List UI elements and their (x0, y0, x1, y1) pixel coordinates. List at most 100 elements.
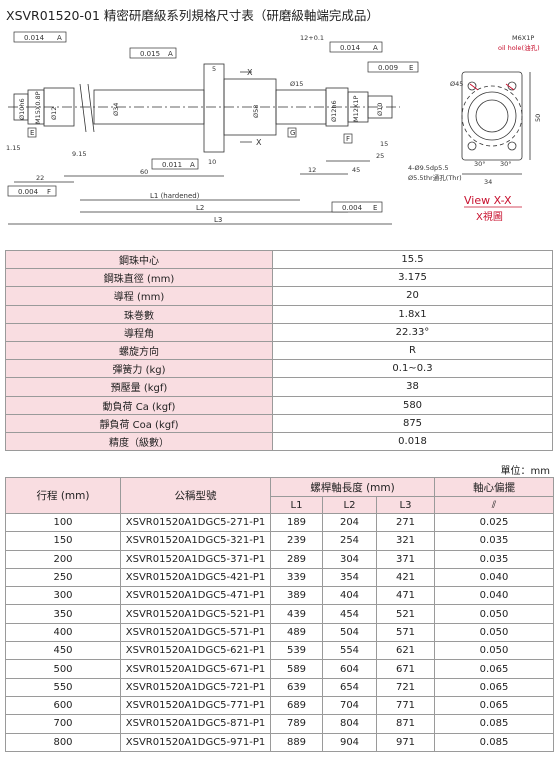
note-label: 4-Ø9.5dp5.5 (408, 164, 449, 172)
l1-cell: 489 (270, 622, 323, 643)
spec-row: 彈簧力 (kg)0.1~0.3 (5, 359, 553, 379)
runout-cell: 0.065 (434, 659, 554, 679)
spec-row: 導程 (mm)20 (5, 286, 553, 306)
runout-cell: 0.040 (434, 586, 554, 606)
dim-label: 60 (140, 168, 148, 176)
datum-g: G (290, 129, 295, 137)
model-cell: XSVR01520A1DGC5-471-P1 (120, 586, 271, 606)
spec-row: 靜負荷 Coa (kgf)875 (5, 413, 553, 433)
dim-label: 34 (484, 178, 492, 186)
l3-cell: 771 (376, 695, 435, 716)
l3-cell: 971 (376, 732, 435, 752)
runout-cell: 0.050 (434, 641, 554, 661)
dim-label: 1.15 (6, 144, 20, 152)
callout-text: 0.004 (342, 204, 363, 212)
stroke-cell: 100 (5, 512, 121, 533)
spec-value: 3.175 (272, 268, 553, 288)
header-l3: L3 (376, 496, 435, 514)
view-label: View X-X (464, 194, 512, 207)
spec-value: 1.8x1 (272, 304, 553, 324)
l2-cell: 654 (322, 677, 377, 697)
dim-label: Ø45 (450, 80, 463, 88)
dim-label: 12+0.1 (300, 34, 324, 42)
technical-drawing: X X 0.014 A 0.015 A 0.011 A 0.004 F 0.01… (0, 24, 558, 242)
l1-label: L1 (hardened) (150, 192, 200, 200)
dim-label: Ø12 (50, 107, 58, 120)
l2-cell: 404 (322, 586, 377, 606)
model-cell: XSVR01520A1DGC5-771-P1 (120, 695, 271, 716)
l3-cell: 421 (376, 567, 435, 588)
spec-label: 鋼珠直徑 (mm) (5, 268, 273, 288)
spec-label: 動負荷 Ca (kgf) (5, 395, 273, 415)
spec-value: 15.5 (272, 249, 553, 270)
l1-cell: 439 (270, 604, 323, 624)
l3-cell: 871 (376, 714, 435, 734)
l1-cell: 389 (270, 586, 323, 606)
l2-label: L2 (196, 204, 204, 212)
dim-label: M12X1P (352, 96, 360, 122)
l1-cell: 339 (270, 567, 323, 588)
dim-label: Ø34 (112, 103, 120, 116)
l1-cell: 289 (270, 549, 323, 569)
spec-value: 22.33° (272, 322, 553, 342)
l2-cell: 204 (322, 512, 377, 533)
note-label: M6X1P (512, 34, 534, 42)
l1-cell: 539 (270, 641, 323, 661)
spec-label: 彈簧力 (kg) (5, 359, 273, 379)
header-l2: L2 (322, 496, 377, 514)
spec-value: 0.1~0.3 (272, 359, 553, 379)
dim-label: 30° (474, 160, 486, 168)
l2-cell: 554 (322, 641, 377, 661)
dim-label: 50 (534, 114, 542, 122)
spec-label: 導程 (mm) (5, 286, 273, 306)
dim-label: Ø58 (252, 105, 260, 118)
spec-row: 動負荷 Ca (kgf)580 (5, 395, 553, 415)
stroke-cell: 400 (5, 622, 121, 643)
l2-cell: 454 (322, 604, 377, 624)
model-cell: XSVR01520A1DGC5-571-P1 (120, 622, 271, 643)
stroke-cell: 600 (5, 695, 121, 716)
stroke-cell: 150 (5, 531, 121, 551)
l3-cell: 271 (376, 512, 435, 533)
l3-label: L3 (214, 216, 222, 224)
model-cell: XSVR01520A1DGC5-321-P1 (120, 531, 271, 551)
l1-cell: 789 (270, 714, 323, 734)
l3-cell: 321 (376, 531, 435, 551)
header-model: 公稱型號 (120, 477, 271, 514)
l1-cell: 889 (270, 732, 323, 752)
runout-cell: 0.025 (434, 512, 554, 533)
note-label: oil hole(油孔) (498, 43, 540, 52)
l2-cell: 604 (322, 659, 377, 679)
stroke-cell: 500 (5, 659, 121, 679)
dim-label: 22 (36, 174, 44, 182)
runout-cell: 0.040 (434, 567, 554, 588)
dim-label: Ø10h6 (18, 98, 26, 120)
model-cell: XSVR01520A1DGC5-621-P1 (120, 641, 271, 661)
model-cell: XSVR01520A1DGC5-871-P1 (120, 714, 271, 734)
spec-value: 875 (272, 413, 553, 433)
runout-cell: 0.035 (434, 549, 554, 569)
spec-row: 精度（級數）0.018 (5, 431, 553, 452)
runout-cell: 0.035 (434, 531, 554, 551)
l1-cell: 639 (270, 677, 323, 697)
dim-label: M15X0.8P (34, 91, 42, 124)
datum-f: F (346, 135, 350, 143)
l2-cell: 904 (322, 732, 377, 752)
dim-label: Ø10 (376, 103, 384, 116)
header-length-group: 螺桿軸長度 (mm) (270, 477, 435, 497)
runout-cell: 0.065 (434, 677, 554, 697)
stroke-cell: 300 (5, 586, 121, 606)
header-runout-group: 軸心偏擺 (434, 477, 554, 497)
